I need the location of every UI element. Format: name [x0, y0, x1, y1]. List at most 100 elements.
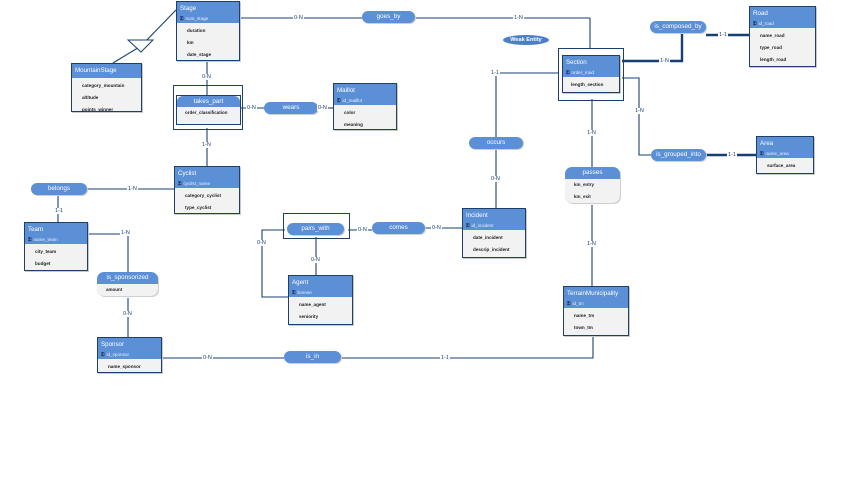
cardinality-label: 1-N [201, 142, 212, 148]
relationship-attribute: order_classification [185, 110, 228, 115]
line-team-is_sponsorized [86, 233, 129, 272]
relationship-wears[interactable]: wears [264, 102, 318, 114]
attribute: color [344, 110, 356, 115]
attribute: points_winner [82, 107, 114, 112]
entity-title: Incident [466, 212, 488, 219]
primary-key-text: id_tm [572, 301, 584, 306]
relationship-pairs-with[interactable]: pairs_with [287, 223, 344, 235]
attribute: km [187, 40, 194, 45]
relationship-passes[interactable]: passes km_entry km_exit [565, 167, 620, 203]
relationship-is-sponsorized[interactable]: is_sponsorized amount [97, 272, 158, 296]
entity-area[interactable]: Area ⚿name_area surface_area [756, 136, 814, 174]
key-icon: ⚿ [567, 301, 571, 306]
entity-header: Sponsor ⚿id_sponsor [98, 338, 161, 359]
attribute-list: name_road type_road length_road [750, 28, 815, 68]
entity-title: Cyclist [178, 170, 197, 177]
line-section-occurs [495, 72, 558, 137]
attribute: name_sponsor [108, 364, 141, 369]
key-icon: ⚿ [180, 16, 184, 21]
entity-section[interactable]: Section ⚿order_road length_section [562, 55, 620, 93]
primary-key-text: id_maillot [342, 98, 362, 103]
attribute: city_team [35, 249, 57, 254]
cardinality-label: 0-N [490, 176, 501, 182]
relationship-takes-part[interactable]: takes_part order_classification [176, 95, 241, 125]
relationship-name: wears [282, 104, 300, 111]
attribute: type_road [760, 45, 782, 50]
relationship-occurs[interactable]: occurs [469, 137, 523, 149]
primary-key: ⚿id_tm [567, 299, 625, 308]
entity-title: Road [753, 10, 768, 17]
attribute: name_tm [574, 313, 595, 318]
entity-team[interactable]: Team ⚿name_team city_team budget [24, 222, 88, 271]
cardinality-label: 1-N [634, 108, 645, 114]
entity-mountain-stage[interactable]: MountainStage category_mountain altitude… [71, 63, 142, 112]
entity-agent[interactable]: Agent ⚿license name_agent seniority [288, 275, 353, 325]
primary-key: ⚿name_team [28, 235, 84, 244]
attribute: length_road [760, 57, 787, 62]
entity-header: Agent ⚿license [289, 276, 352, 297]
relationship-comes[interactable]: comes [372, 222, 425, 234]
relationship-is-in[interactable]: is_in [284, 351, 341, 363]
cardinality-label: 1-N [127, 186, 138, 192]
attribute: seniority [299, 314, 319, 319]
cardinality-label: 1-N [659, 58, 670, 64]
attribute-list: date_incident descrip_incident [463, 230, 525, 258]
entity-title: Section [566, 59, 587, 66]
relationship-name: belongs [47, 185, 71, 192]
cardinality-label: 1-N [586, 241, 597, 247]
primary-key: ⚿license [292, 288, 349, 297]
key-icon: ⚿ [28, 237, 32, 242]
attribute: surface_area [767, 163, 796, 168]
cardinality-label: 1-1 [718, 32, 728, 38]
entity-header: MountainStage [72, 64, 141, 78]
entity-incident[interactable]: Incident ⚿id_incident date_incident desc… [462, 208, 526, 258]
key-icon: ⚿ [566, 70, 570, 75]
cardinality-label: 0-N [293, 15, 304, 21]
entity-title: Area [760, 140, 774, 147]
cardinality-label: 1-1 [440, 355, 450, 361]
primary-key-text: name_team [33, 237, 58, 242]
key-icon: ⚿ [337, 98, 341, 103]
associative-entity-outline [173, 85, 243, 130]
relationship-goes-by[interactable]: goes_by [362, 11, 415, 23]
entity-road[interactable]: Road ⚿id_road name_road type_road length… [749, 6, 816, 67]
entity-title: Maillot [337, 87, 355, 94]
attribute-list: city_team budget [25, 244, 87, 272]
cardinality-label: 1-N [513, 15, 524, 21]
entity-sponsor[interactable]: Sponsor ⚿id_sponsor name_sponsor [97, 337, 162, 373]
entity-header: Team ⚿name_team [25, 223, 87, 244]
entity-title: TerrainMunicipality [567, 290, 619, 297]
entity-header: Incident ⚿id_incident [463, 209, 525, 230]
line-is_in-terrain [341, 334, 594, 359]
entity-maillot[interactable]: Maillot ⚿id_maillot color meaning [333, 83, 397, 130]
relationship-name: is_composed_by [654, 23, 702, 30]
attribute: date_incident [473, 235, 503, 240]
weak-entity-badge: Weak Entity [503, 35, 549, 45]
weak-entity-outline [558, 48, 624, 101]
entity-header: Area ⚿name_area [757, 137, 813, 158]
key-icon: ⚿ [178, 181, 182, 186]
attribute-list: name_agent seniority [289, 297, 352, 325]
attribute: descrip_incident [473, 247, 510, 252]
attribute-list: category_mountain altitude points_winner [72, 78, 141, 118]
attribute: name_road [760, 33, 785, 38]
relationship-name: passes [582, 169, 603, 176]
entity-title: MountainStage [75, 67, 117, 74]
cardinality-label: 0-N [310, 257, 321, 263]
attribute: name_agent [299, 302, 326, 307]
relationship-name: comes [389, 224, 408, 231]
entity-cyclist[interactable]: Cyclist ⚿cyclist_name category_cyclist t… [174, 166, 240, 214]
key-icon: ⚿ [760, 151, 764, 156]
relationship-name: is_grouped_into [656, 151, 701, 158]
connector-lines [57, 9, 756, 359]
relationship-belongs[interactable]: belongs [31, 183, 87, 195]
relationship-attribute: amount [97, 284, 158, 296]
relationship-is-grouped-into[interactable]: is_grouped_into [651, 149, 706, 161]
cardinality-label: 0-N [431, 225, 442, 231]
entity-stage[interactable]: Stage ⚿num_stage duration km date_stage [176, 1, 240, 61]
relationship-is-composed-by[interactable]: is_composed_by [650, 21, 706, 33]
relationship-name: is_in [306, 353, 319, 360]
entity-terrain-municipality[interactable]: TerrainMunicipality ⚿id_tm name_tm town_… [563, 286, 629, 336]
attribute-list: length_section [563, 77, 619, 93]
cardinality-label: 0-N [317, 105, 328, 111]
